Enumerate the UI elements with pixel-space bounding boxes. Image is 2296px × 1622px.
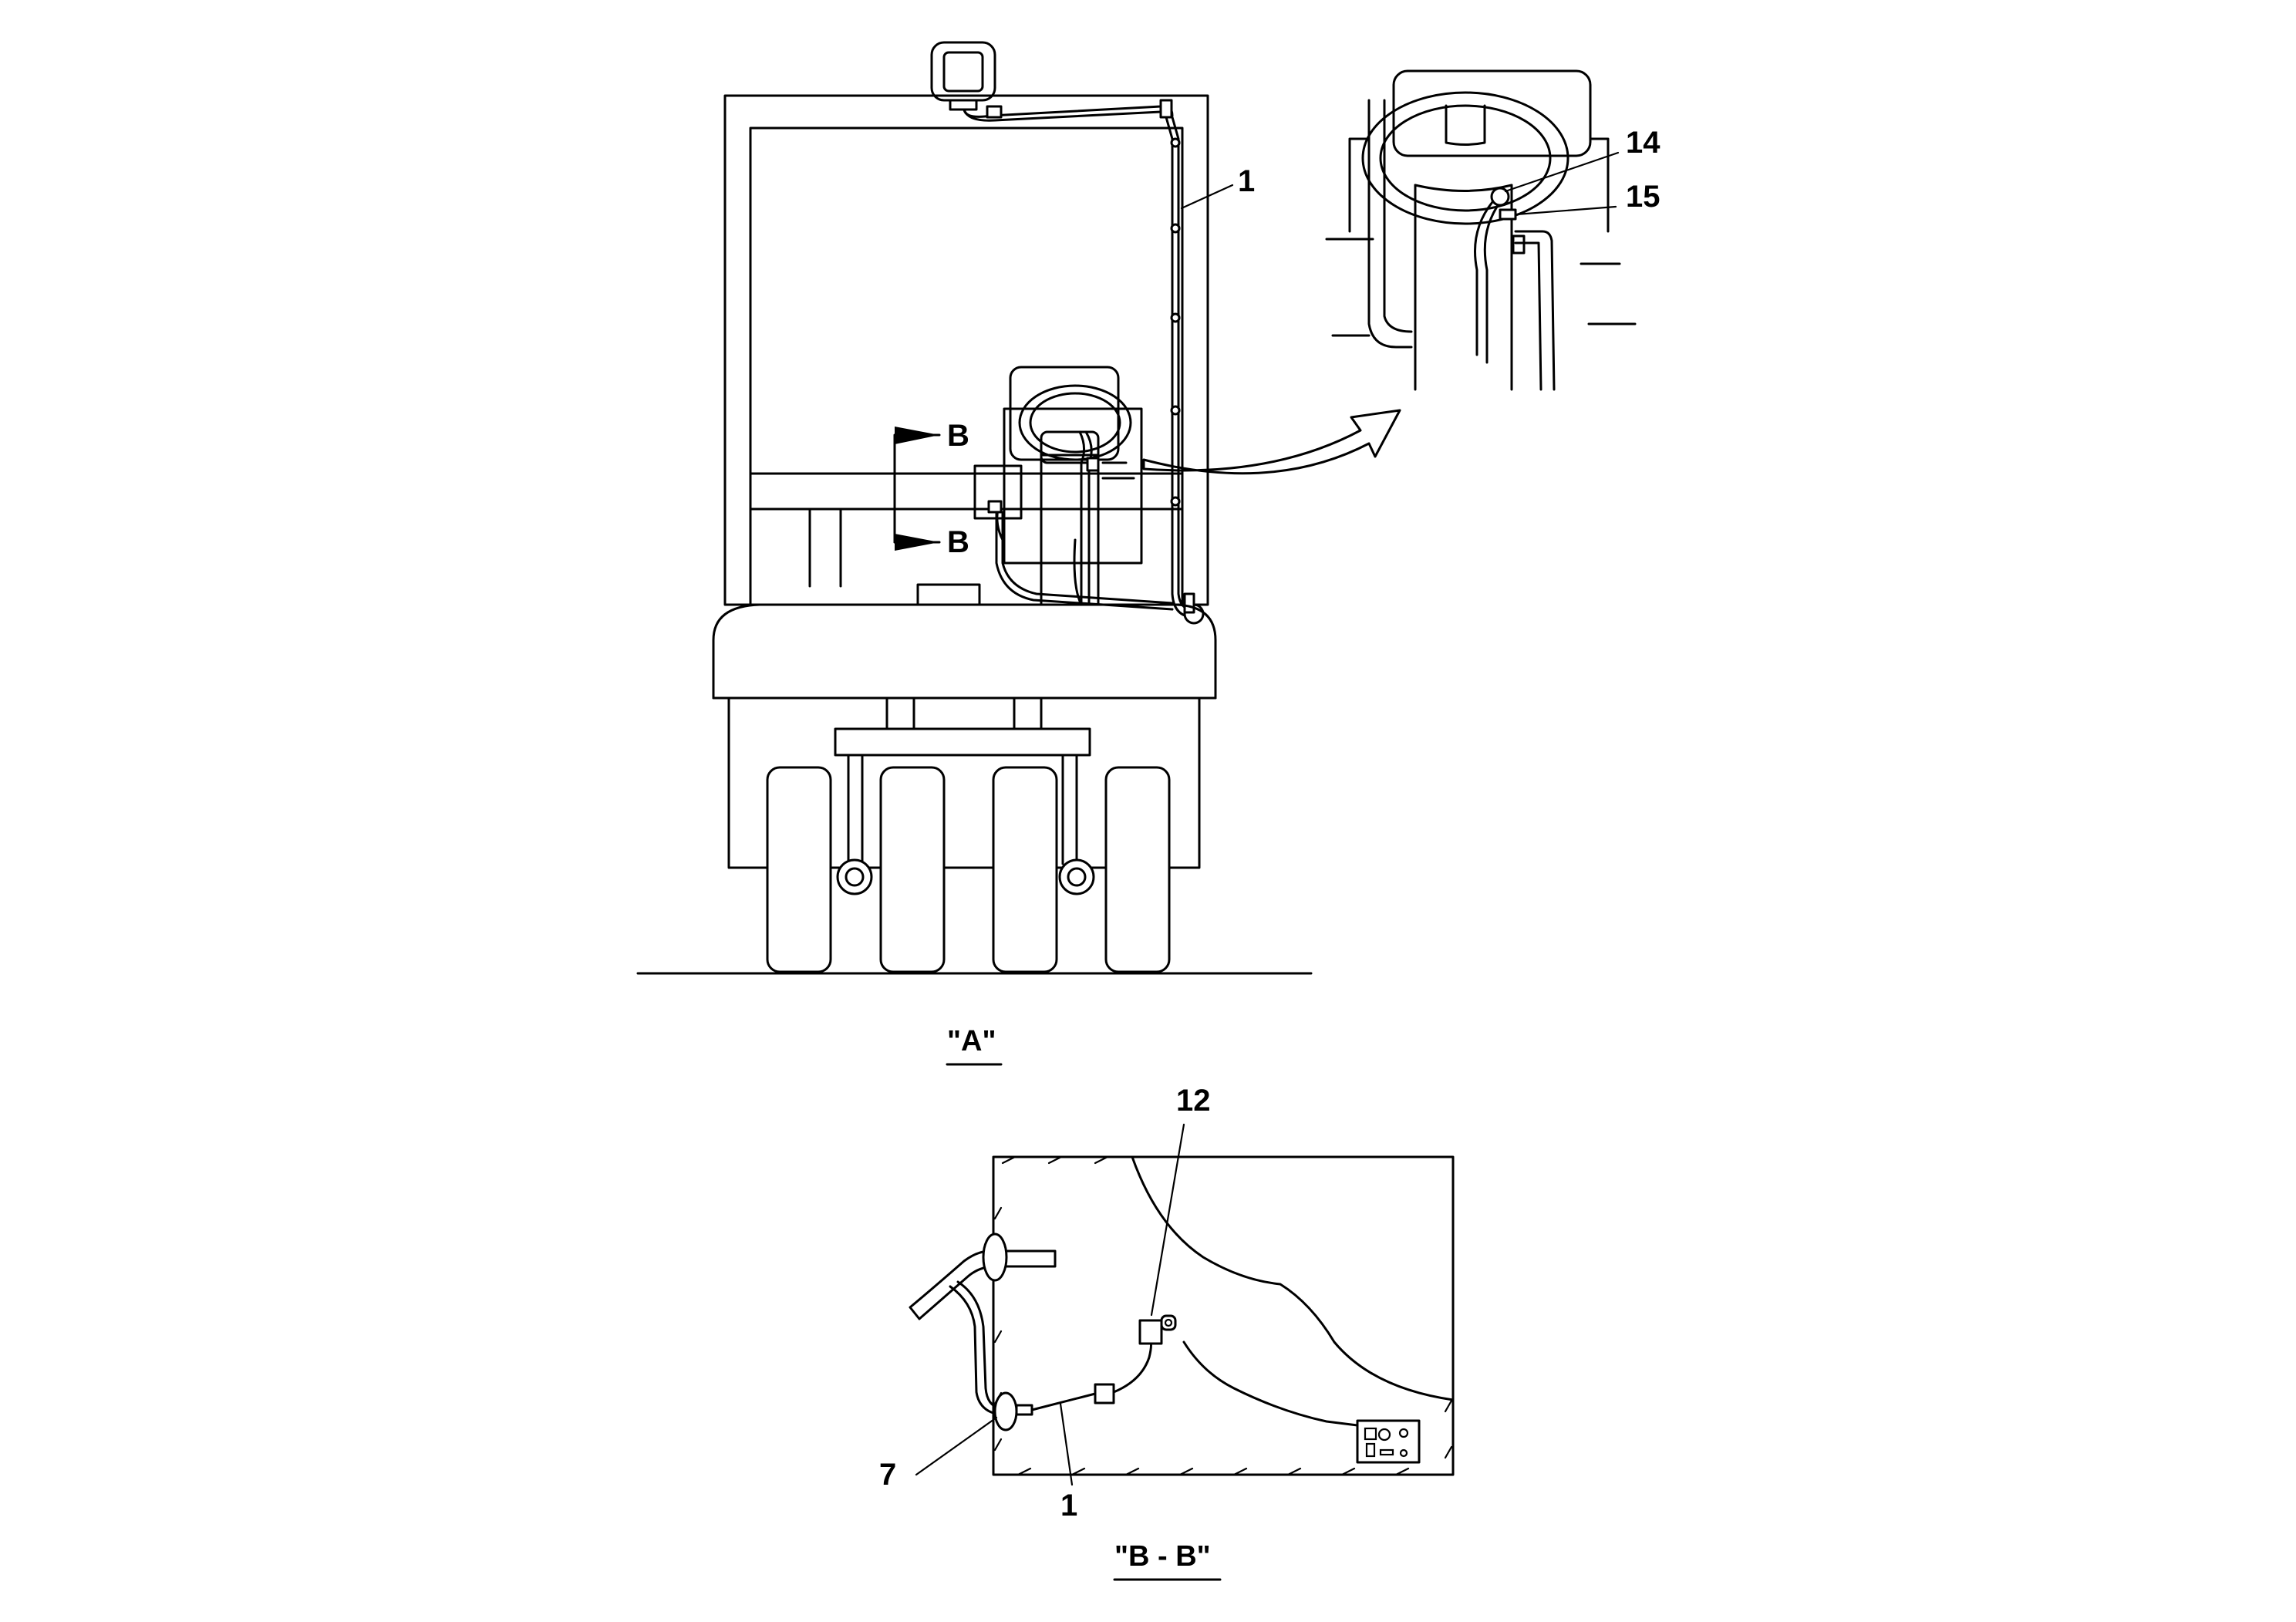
callout-14: 14 (1626, 126, 1660, 160)
main-view-machine (636, 41, 1401, 975)
wheel-set (636, 766, 1313, 975)
callout-15: 15 (1626, 180, 1660, 214)
callout-12: 12 (1176, 1084, 1211, 1118)
cable-harness-1 (963, 99, 1205, 625)
leader-cable-top (1180, 184, 1234, 210)
switch-box (973, 464, 1174, 611)
section-b-indicator (893, 427, 941, 551)
callout-cable-top: 1 (1238, 164, 1255, 198)
section-arrow-label-lower: B (947, 525, 969, 559)
callout-1-section: 1 (1060, 1489, 1077, 1523)
steering-column (1003, 366, 1143, 606)
section-arrow-label-upper: B (947, 419, 969, 453)
hatching (993, 1155, 1453, 1476)
machine-body (712, 603, 1217, 869)
detail-transfer-arrow (1142, 409, 1401, 475)
callout-7: 7 (879, 1458, 896, 1492)
view-caption-a: "A" (947, 1025, 996, 1057)
view-caption-bb: "B - B" (1114, 1540, 1211, 1573)
beacon-lamp (930, 41, 996, 111)
detail-view-steering (1325, 69, 1637, 391)
section-view-bb (909, 1123, 1455, 1486)
